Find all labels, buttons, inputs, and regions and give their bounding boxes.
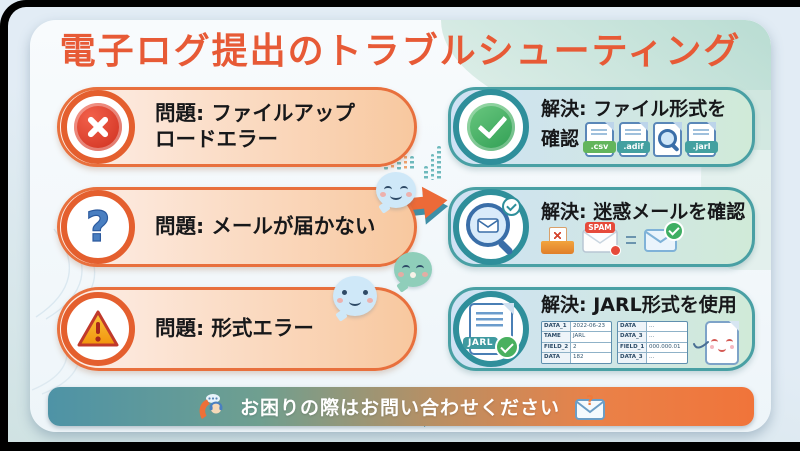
phone-support-icon bbox=[199, 393, 223, 419]
speed-lines-decoration bbox=[626, 235, 636, 246]
row-mail-missing: ? 問題: メールが届かない bbox=[0, 187, 800, 427]
adif-file-icon: .adif bbox=[617, 121, 651, 157]
check-badge-icon bbox=[664, 221, 684, 242]
success-check-circle-icon bbox=[453, 89, 529, 165]
problem-card-mail-missing: ? 問題: メールが届かない bbox=[57, 187, 417, 267]
warning-triangle-icon bbox=[61, 292, 135, 366]
check-badge-icon bbox=[502, 197, 521, 216]
spam-check-icons: SPAM bbox=[541, 221, 746, 256]
problem-text: 問題: メールが届かない bbox=[155, 214, 376, 239]
search-file-icon bbox=[653, 121, 683, 157]
jarl-file-icon: .jarl bbox=[685, 121, 719, 157]
paper-mascot bbox=[693, 320, 739, 365]
check-badge-icon bbox=[495, 335, 519, 359]
contact-banner: お困りの際はお問い合わせください ? bbox=[48, 387, 754, 426]
problem-card-upload-error: 問題: ファイルアップ ロードエラー bbox=[57, 87, 417, 167]
row-file-upload: 問題: ファイルアップ ロードエラー 解決: ファイル形式を 確認.csv.ad… bbox=[0, 87, 800, 225]
solution-card-spam-check: 解決: 迷惑メールを確認 SPAM bbox=[448, 187, 755, 267]
problem-text: 問題: ファイルアップ ロードエラー bbox=[155, 101, 355, 151]
page-title: 電子ログ提出のトラブルシューティング bbox=[59, 31, 742, 72]
svg-text:?: ? bbox=[586, 394, 594, 409]
file-format-icons: .csv.adif .jarl bbox=[583, 121, 719, 157]
question-circle-icon: ? bbox=[61, 190, 135, 264]
problem-text: 問題: 形式エラー bbox=[155, 316, 314, 341]
csv-file-icon: .csv bbox=[583, 121, 617, 157]
contact-text: お困りの際はお問い合わせください bbox=[239, 397, 560, 419]
solution-text: 解決: ファイル形式を 確認 bbox=[541, 98, 727, 150]
envelope-icon bbox=[477, 217, 499, 233]
spam-mail-icon: SPAM bbox=[582, 221, 621, 256]
mail-folder-icon bbox=[541, 227, 574, 255]
equalizer-decoration bbox=[424, 146, 441, 180]
jarl-document-icon: JARL bbox=[453, 291, 529, 367]
verified-mail-icon bbox=[644, 221, 684, 253]
mail-question-icon: ? bbox=[575, 394, 605, 420]
flow-arrow-icon bbox=[393, 186, 449, 225]
happy-bubble-mascot bbox=[333, 276, 377, 316]
solution-text: 解決: 迷惑メールを確認 bbox=[541, 200, 746, 223]
surprised-bubble-mascot bbox=[394, 252, 432, 287]
error-x-circle-icon bbox=[61, 90, 135, 164]
solution-card-file-format: 解決: ファイル形式を 確認.csv.adif .jarl bbox=[448, 87, 755, 167]
smiling-bubble-mascot bbox=[376, 172, 416, 208]
mascot-arm bbox=[693, 340, 709, 349]
search-mail-icon bbox=[453, 189, 529, 265]
solution-text: 解決: JARL形式を使用 bbox=[541, 294, 737, 317]
